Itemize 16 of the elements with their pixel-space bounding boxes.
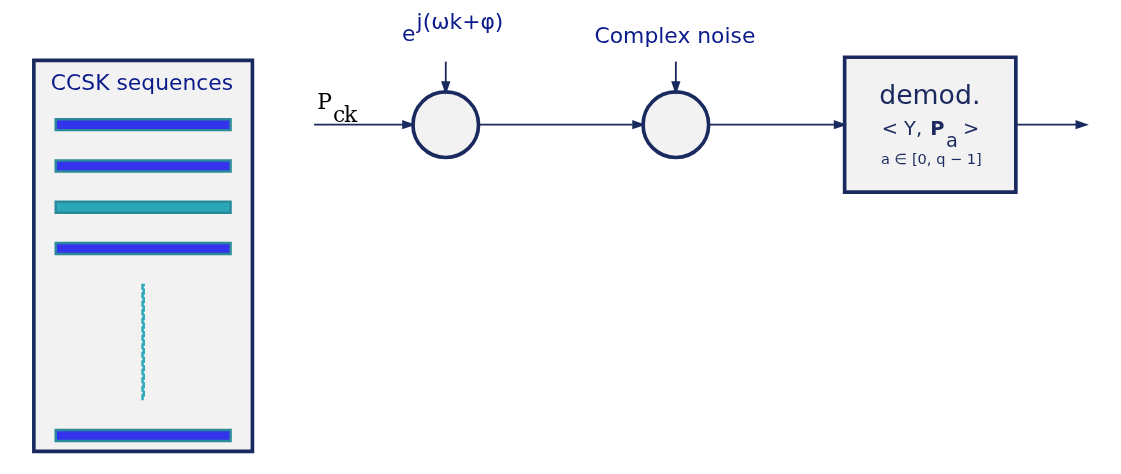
node-bar: [54, 200, 232, 214]
cluster: CCSK sequences: [32, 58, 255, 454]
node-bar: [54, 159, 232, 173]
arrow: [477, 120, 646, 130]
node-text: Complex noise: [594, 22, 756, 48]
node-circle: [641, 90, 711, 160]
node-bar: [54, 241, 232, 256]
arrow: [1015, 120, 1089, 130]
arrow: [671, 60, 681, 95]
node-bar: [54, 118, 232, 132]
arrow: [441, 60, 451, 95]
node-circle: [411, 90, 481, 160]
node-line: [141, 283, 145, 401]
arrow: [708, 120, 848, 130]
arrow: [313, 120, 416, 130]
node-bar: [54, 428, 232, 443]
